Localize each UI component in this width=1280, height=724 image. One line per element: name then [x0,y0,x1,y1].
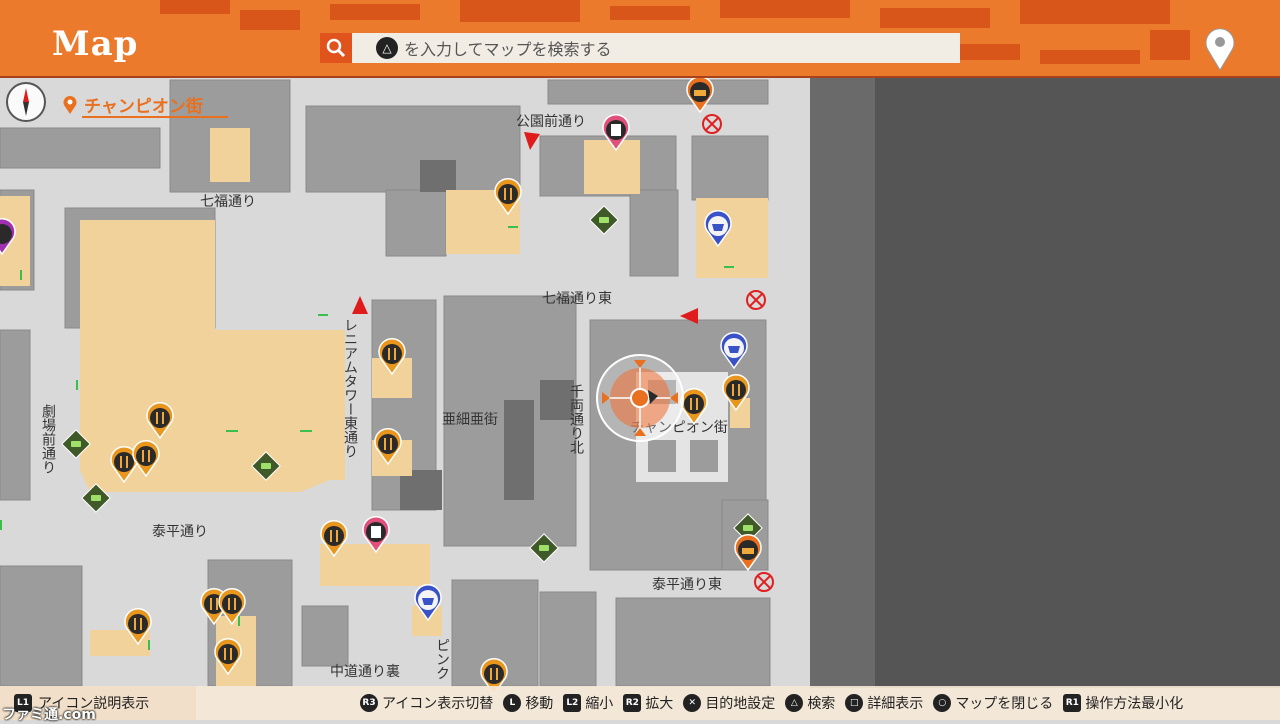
fork-knife-icon [480,657,508,696]
speech-bubble-icon [733,513,763,543]
l-stick-icon: L [503,694,522,712]
fork-knife-icon [132,439,160,478]
hotel-pins[interactable] [0,113,630,554]
shop-pins[interactable] [414,209,748,622]
icon-help-toggle[interactable]: L1 アイコン説明表示 [0,686,196,720]
control-label: アイコン表示切替 [382,696,494,712]
cross-button-icon: ✕ [683,694,702,712]
control-label: 検索 [807,696,836,712]
fork-knife-icon [146,401,174,440]
search-button[interactable] [320,33,352,63]
r3-button-icon: R3 [360,694,378,712]
circle-button-icon: ○ [933,694,952,712]
street-label: 七福通り [200,194,256,210]
street-label: 公園前通り [516,113,586,130]
blocked-icon [746,290,766,310]
triangle-button-icon: △ [376,37,398,59]
street-label: 七福通り東 [542,291,612,307]
speech-bubble-icon [529,533,559,563]
basket-icon [704,209,732,248]
building-icon [602,113,630,152]
r1-button-icon: R1 [1063,694,1082,712]
control-hint[interactable]: △検索 [785,693,835,713]
fork-knife-icon [722,373,750,412]
fork-knife-icon [378,337,406,376]
current-location: チャンピオン街 [62,92,203,117]
direction-arrows [352,132,698,324]
watermark: ファミ通.com [2,707,96,723]
street-label: 千両通り北 [568,384,584,455]
fork-knife-icon [320,519,348,558]
control-label: マップを閉じる [955,696,1054,712]
blocked-icons [702,114,774,592]
fork-knife-icon [374,427,402,466]
location-pin-icon [63,95,77,114]
speech-bubble-icon [81,483,111,513]
basket-icon [720,331,748,370]
blocked-icon [702,114,722,134]
control-label: 拡大 [645,696,674,712]
control-hint[interactable]: □詳細表示 [845,693,923,713]
control-label: 移動 [525,696,554,712]
taxi-icon [734,533,762,572]
street-label: レニアムタワー東通り [342,318,358,458]
control-label: 縮小 [585,696,614,712]
offmap-area [860,78,1280,688]
fork-knife-icon [218,587,246,626]
street-label: 泰平通り東 [652,577,722,593]
compass-icon [23,88,29,116]
fork-knife-icon [680,387,708,426]
control-label: 目的地設定 [705,696,776,712]
search-icon [326,38,346,58]
control-hint[interactable]: ✕目的地設定 [683,693,775,713]
header-bar: Map △ を入力してマップを検索する [0,0,1280,78]
taxi-pins[interactable] [686,75,762,572]
fork-knife-icon [124,607,152,646]
current-area-label: チャンピオン街 [84,97,203,117]
street-label: 中道通り裏 [330,663,400,680]
help-label: アイコン説明表示 [38,696,150,712]
triangle-button-icon: △ [785,694,804,712]
search-placeholder: を入力してマップを検索する [404,40,612,59]
l1-button-icon: L1 [14,694,32,712]
speech-bubble-icon [61,429,91,459]
building-icon [362,515,390,554]
control-hint[interactable]: ○マップを閉じる [933,693,1053,713]
blocked-icon [754,572,774,592]
page-title: Map [52,24,139,64]
fork-knife-icon [494,177,522,216]
street-label: ピンク [434,638,450,680]
building-icon [0,217,16,256]
player-marker-icon [596,354,684,442]
street-label: 劇場前通り [40,404,56,474]
taxi-icon [686,75,714,114]
control-label: 詳細表示 [867,696,924,712]
square-button-icon: □ [845,694,864,712]
restaurant-pins[interactable] [110,177,750,696]
fork-knife-icon [214,637,242,676]
substory-icons[interactable] [61,205,763,563]
l2-button-icon: L2 [563,694,582,712]
basket-icon [414,583,442,622]
speech-bubble-icon [589,205,619,235]
compass [6,82,46,122]
search-input[interactable]: △ を入力してマップを検索する [352,33,960,63]
control-label: 操作方法最小化 [1085,696,1184,712]
speech-bubble-icon [251,451,281,481]
location-pin-icon[interactable] [1200,24,1240,72]
street-label: 亜細亜街 [442,412,498,428]
street-label: 泰平通り [152,524,208,540]
location-underline [82,116,228,118]
r2-button-icon: R2 [623,694,642,712]
